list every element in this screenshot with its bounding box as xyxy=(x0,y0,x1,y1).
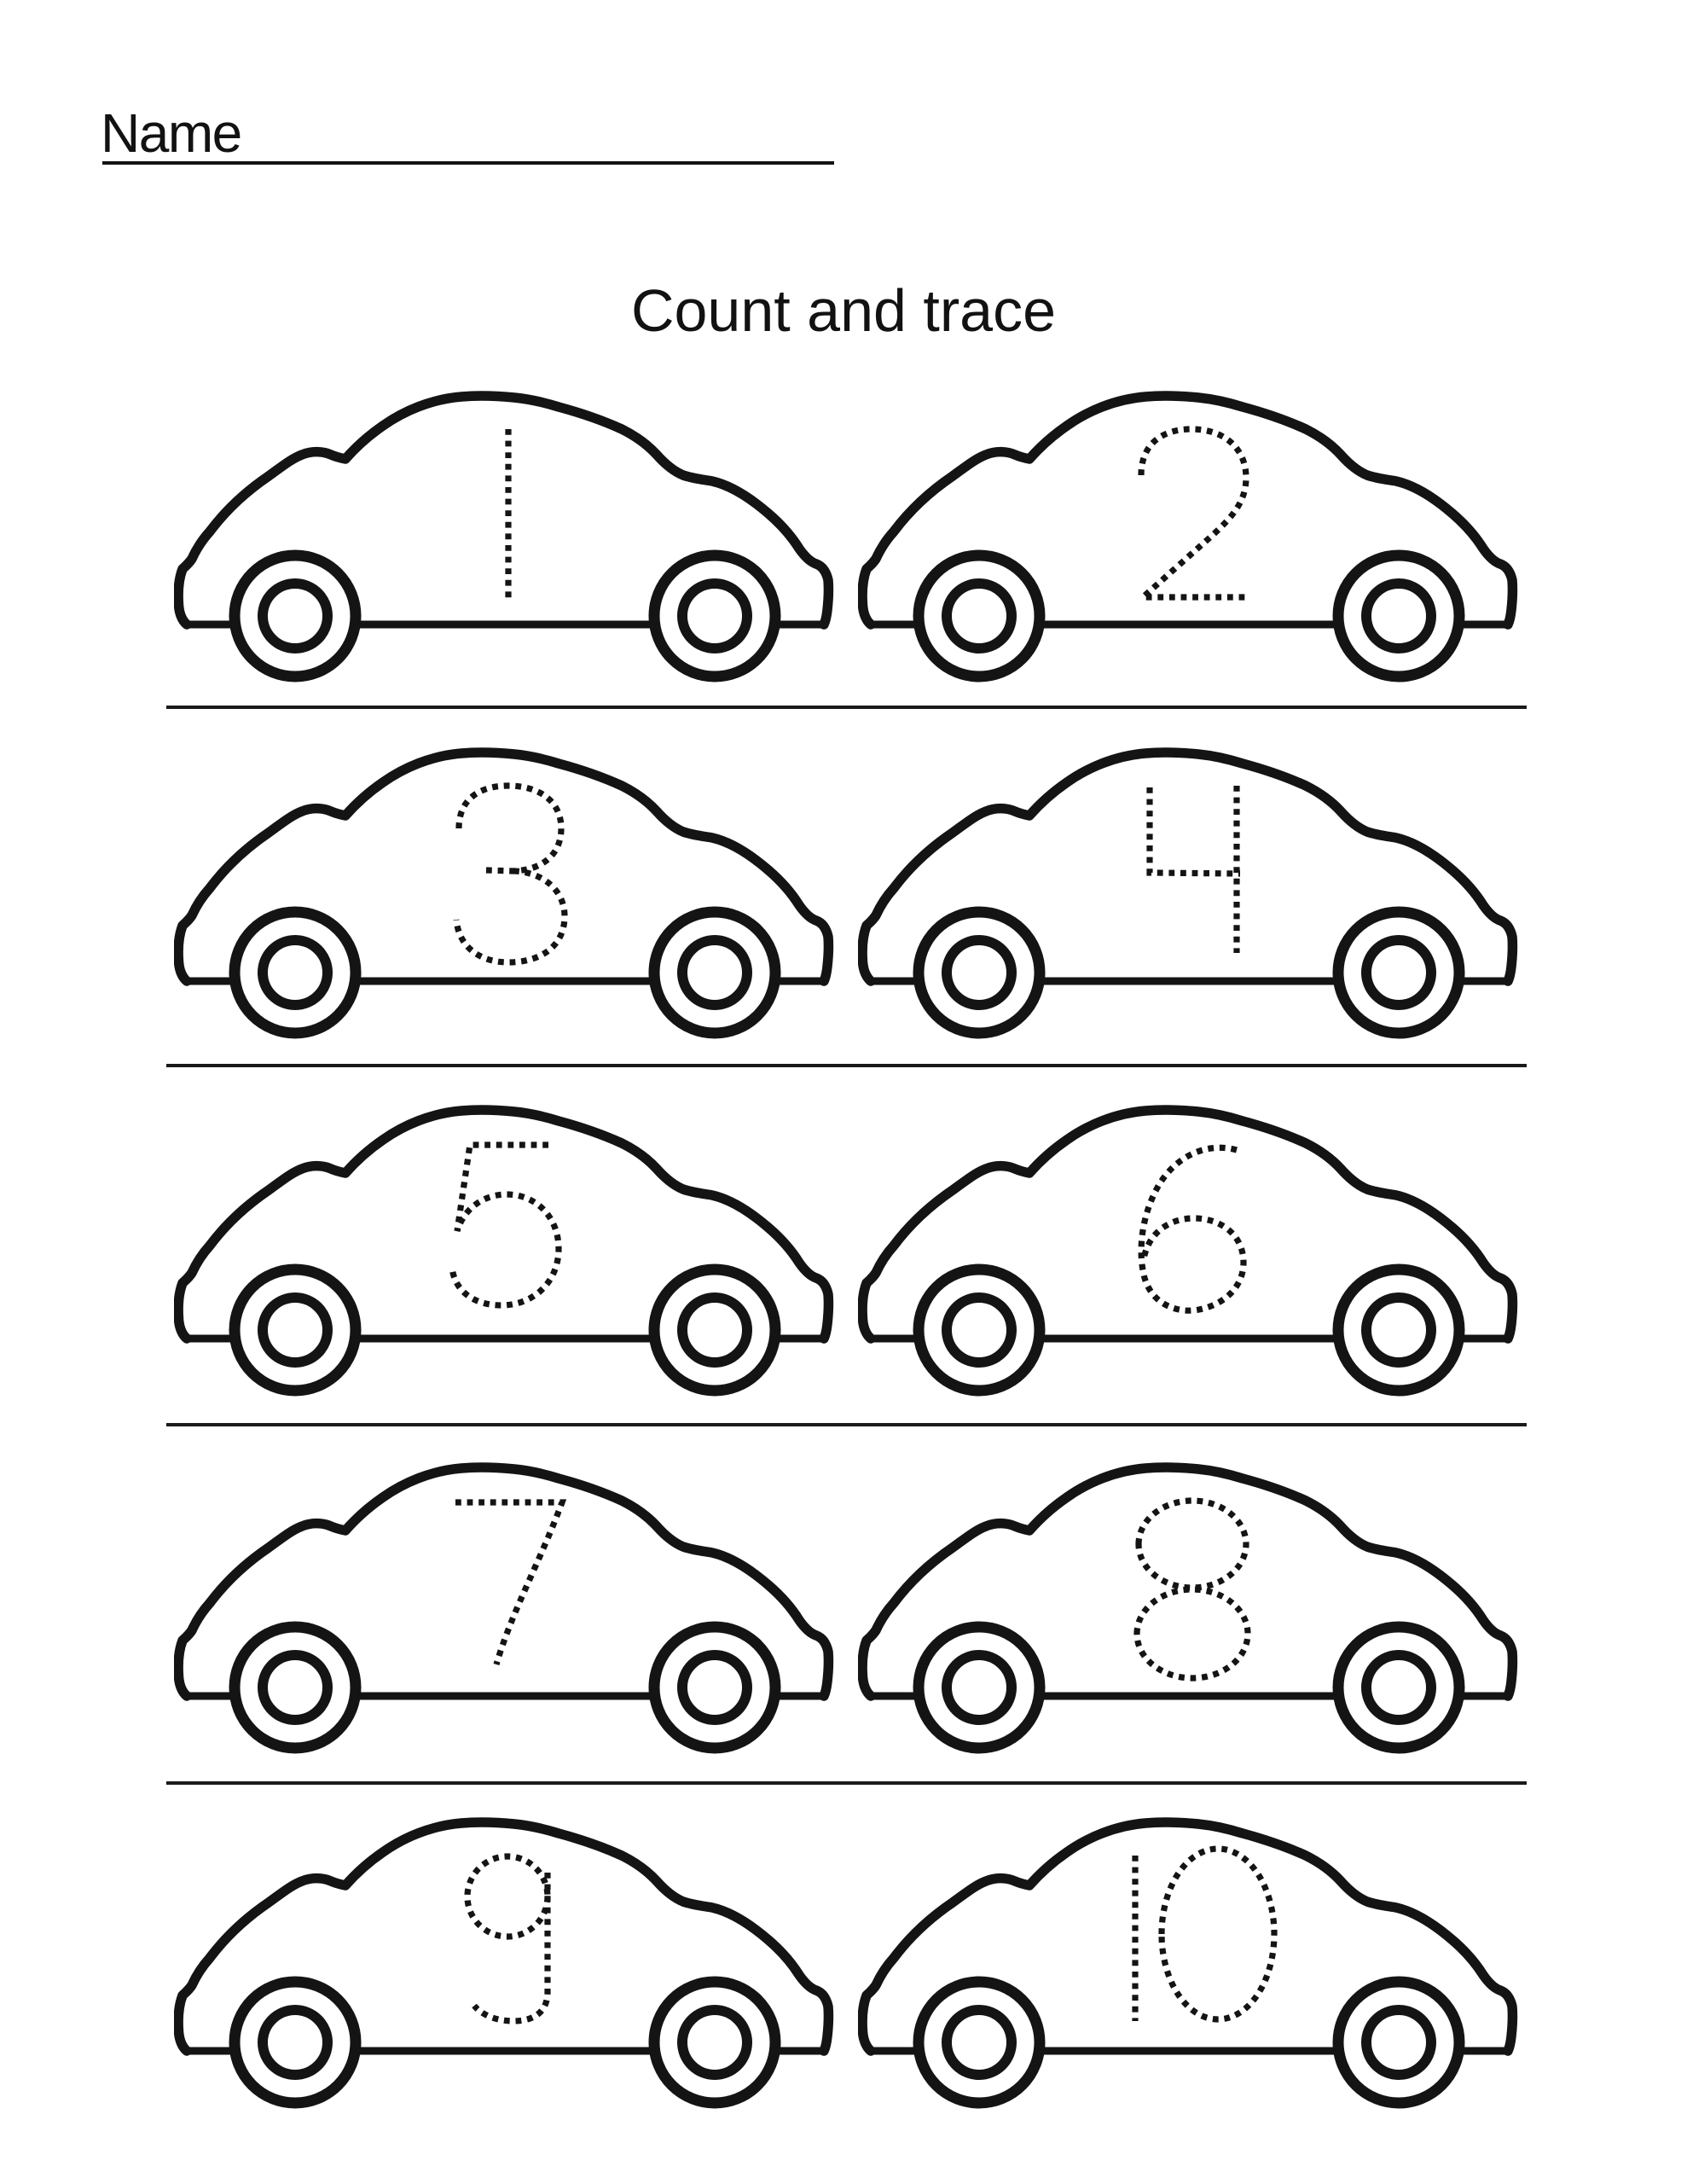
trace-number-10[interactable] xyxy=(1132,1845,1278,2023)
row-separator xyxy=(166,1781,1527,1785)
car-graphic xyxy=(858,391,1522,689)
car-slot-5 xyxy=(174,1105,838,1403)
trace-number-2[interactable] xyxy=(1134,426,1249,601)
car-slot-2 xyxy=(858,391,1522,689)
car-icon xyxy=(862,396,1512,677)
car-icon xyxy=(178,396,828,677)
car-slot-3 xyxy=(174,747,838,1046)
name-blank-line[interactable] xyxy=(102,161,834,165)
car-slot-7 xyxy=(174,1462,838,1761)
car-icon xyxy=(178,1110,828,1391)
trace-number-8[interactable] xyxy=(1133,1497,1251,1682)
car-slot-10 xyxy=(858,1817,1522,2116)
car-graphic xyxy=(174,1105,838,1403)
trace-number-3[interactable] xyxy=(453,782,568,966)
car-icon xyxy=(862,1110,1512,1391)
car-icon xyxy=(178,752,828,1033)
car-icon xyxy=(862,1467,1512,1748)
car-icon xyxy=(862,752,1512,1033)
worksheet-title: Count and trace xyxy=(630,277,1057,344)
car-icon xyxy=(178,1822,828,2103)
car-graphic xyxy=(174,1817,838,2116)
car-graphic xyxy=(858,1817,1522,2116)
car-slot-9 xyxy=(174,1817,838,2116)
car-graphic xyxy=(858,1462,1522,1761)
row-separator xyxy=(166,1423,1527,1426)
trace-number-7[interactable] xyxy=(455,1499,567,1666)
trace-number-9[interactable] xyxy=(464,1853,551,2024)
car-graphic xyxy=(174,747,838,1046)
trace-number-4[interactable] xyxy=(1146,786,1241,953)
car-icon xyxy=(862,1822,1512,2103)
row-separator xyxy=(166,706,1527,709)
name-label: Name xyxy=(101,102,242,164)
car-graphic xyxy=(174,391,838,689)
row-separator xyxy=(166,1064,1527,1067)
car-slot-6 xyxy=(858,1105,1522,1403)
car-slot-8 xyxy=(858,1462,1522,1761)
car-slot-1 xyxy=(174,391,838,689)
car-graphic xyxy=(174,1462,838,1761)
car-icon xyxy=(178,1467,828,1748)
car-slot-4 xyxy=(858,747,1522,1046)
car-graphic xyxy=(858,747,1522,1046)
car-graphic xyxy=(858,1105,1522,1403)
trace-number-5[interactable] xyxy=(449,1141,562,1309)
